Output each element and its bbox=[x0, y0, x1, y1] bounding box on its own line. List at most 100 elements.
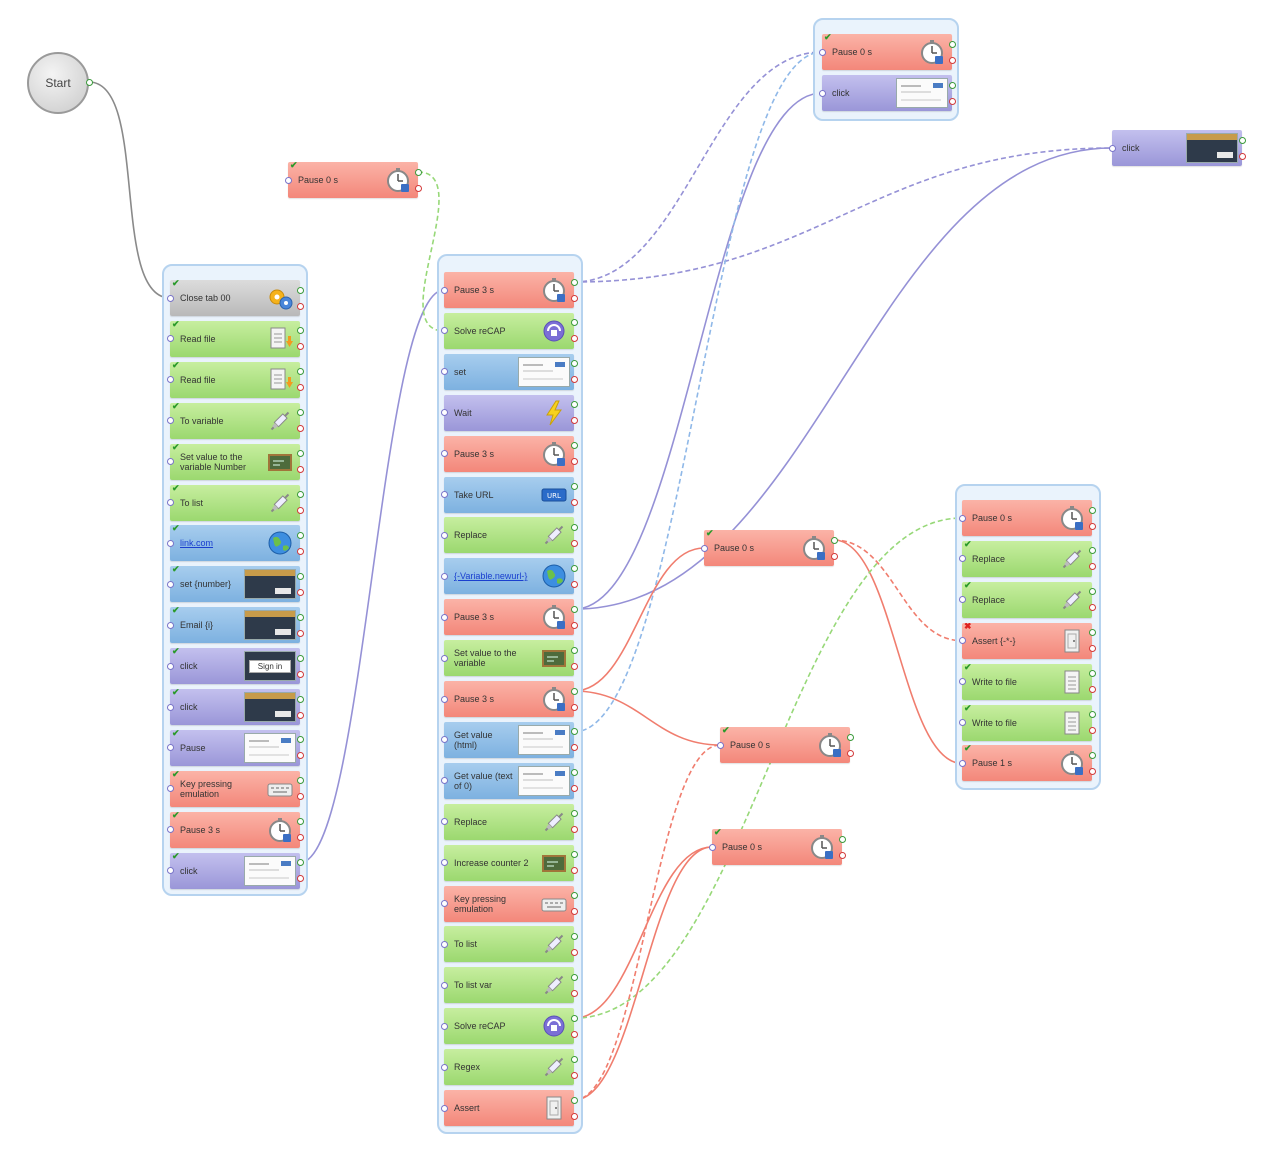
action-node-g2-10[interactable]: Set value to the variable bbox=[444, 640, 574, 677]
output-port[interactable] bbox=[570, 892, 578, 899]
error-port[interactable] bbox=[1088, 604, 1096, 612]
action-node-g3-2[interactable]: click bbox=[822, 75, 952, 111]
output-port[interactable] bbox=[570, 769, 578, 777]
error-port[interactable] bbox=[570, 294, 578, 302]
action-node-g1-14[interactable]: ✔Pause 3 s bbox=[170, 811, 300, 848]
connection-g1-15-to-g2-1[interactable] bbox=[299, 289, 445, 864]
action-node-g1-4[interactable]: ✔To variable bbox=[170, 402, 300, 439]
input-port[interactable] bbox=[166, 785, 174, 793]
output-port[interactable] bbox=[948, 81, 956, 89]
output-port[interactable] bbox=[1088, 547, 1096, 555]
input-port[interactable] bbox=[440, 777, 448, 785]
input-port[interactable] bbox=[958, 759, 966, 767]
action-node-g2-3[interactable]: set bbox=[444, 353, 574, 390]
enabled-check-icon[interactable]: ✔ bbox=[290, 162, 298, 170]
output-port[interactable] bbox=[414, 168, 422, 176]
output-port[interactable] bbox=[1088, 711, 1096, 718]
output-port[interactable] bbox=[296, 327, 304, 335]
output-port[interactable] bbox=[1088, 629, 1096, 637]
input-port[interactable] bbox=[440, 572, 448, 580]
error-port[interactable] bbox=[570, 703, 578, 711]
enabled-check-icon[interactable]: ✔ bbox=[824, 34, 832, 42]
action-node-g2-11[interactable]: Pause 3 s bbox=[444, 681, 574, 717]
output-port[interactable] bbox=[570, 605, 578, 613]
output-port[interactable] bbox=[296, 368, 304, 376]
input-port[interactable] bbox=[440, 491, 448, 498]
output-port[interactable] bbox=[296, 286, 304, 294]
enabled-check-icon[interactable]: ✔ bbox=[722, 727, 730, 735]
error-port[interactable] bbox=[570, 908, 578, 915]
input-port[interactable] bbox=[166, 376, 174, 384]
enabled-check-icon[interactable]: ✔ bbox=[172, 607, 180, 616]
output-port[interactable] bbox=[1238, 136, 1246, 144]
error-port[interactable] bbox=[948, 97, 956, 105]
input-port[interactable] bbox=[166, 621, 174, 629]
error-port[interactable] bbox=[1088, 686, 1096, 694]
error-port[interactable] bbox=[296, 670, 304, 678]
error-port[interactable] bbox=[296, 425, 304, 433]
input-port[interactable] bbox=[440, 736, 448, 744]
input-port[interactable] bbox=[958, 596, 966, 604]
action-node-g4-4[interactable]: ✖Assert {-*-} bbox=[962, 622, 1092, 659]
error-port[interactable] bbox=[1088, 767, 1096, 775]
input-port[interactable] bbox=[440, 450, 448, 458]
error-port[interactable] bbox=[570, 867, 578, 875]
output-port[interactable] bbox=[296, 531, 304, 539]
error-port[interactable] bbox=[1088, 522, 1096, 530]
enabled-check-icon[interactable]: ✔ bbox=[172, 320, 180, 329]
input-port[interactable] bbox=[166, 458, 174, 466]
action-node-g2-4[interactable]: Wait bbox=[444, 394, 574, 431]
input-port[interactable] bbox=[440, 654, 448, 662]
output-port[interactable] bbox=[296, 613, 304, 621]
input-port[interactable] bbox=[716, 741, 724, 749]
connection-g2-1-to-g3-1[interactable] bbox=[573, 51, 823, 283]
input-port[interactable] bbox=[818, 48, 826, 56]
input-port[interactable] bbox=[440, 327, 448, 335]
input-port[interactable] bbox=[166, 662, 174, 670]
error-port[interactable] bbox=[570, 621, 578, 629]
action-node-g2-19[interactable]: Solve reCAP bbox=[444, 1008, 574, 1045]
connection-float-pause-mid-to-g4-4[interactable] bbox=[833, 539, 963, 642]
connection-g2-11-to-float-pause-low1[interactable] bbox=[573, 690, 721, 746]
output-port[interactable] bbox=[570, 1014, 578, 1022]
input-port[interactable] bbox=[440, 409, 448, 417]
input-port[interactable] bbox=[958, 637, 966, 645]
output-port[interactable] bbox=[570, 360, 578, 368]
action-node-g1-3[interactable]: ✔Read file bbox=[170, 361, 300, 398]
error-port[interactable] bbox=[570, 744, 578, 752]
enabled-check-icon[interactable]: ✔ bbox=[172, 729, 180, 738]
input-port[interactable] bbox=[958, 555, 966, 563]
action-node-float-pause-low1[interactable]: ✔Pause 0 s bbox=[720, 727, 850, 763]
start-output-port[interactable] bbox=[85, 78, 93, 86]
output-port[interactable] bbox=[296, 450, 304, 458]
enabled-check-icon[interactable]: ✔ bbox=[172, 525, 180, 534]
action-node-g4-6[interactable]: ✔Write to file bbox=[962, 704, 1092, 741]
output-port[interactable] bbox=[1088, 751, 1096, 759]
connection-float-pause-mid-to-g4-7[interactable] bbox=[833, 539, 963, 765]
output-port[interactable] bbox=[1088, 506, 1096, 514]
input-port[interactable] bbox=[440, 1022, 448, 1030]
output-port[interactable] bbox=[570, 1096, 578, 1104]
action-node-g1-1[interactable]: ✔Close tab 00 bbox=[170, 280, 300, 316]
input-port[interactable] bbox=[166, 294, 174, 302]
error-port[interactable] bbox=[570, 785, 578, 793]
output-port[interactable] bbox=[1088, 588, 1096, 596]
connection-start-to-g1-1[interactable] bbox=[88, 81, 171, 299]
output-port[interactable] bbox=[570, 851, 578, 859]
error-port[interactable] bbox=[570, 1030, 578, 1038]
connection-g2-19-to-g4-1[interactable] bbox=[573, 517, 963, 1019]
error-port[interactable] bbox=[1238, 152, 1246, 160]
output-port[interactable] bbox=[570, 646, 578, 654]
output-port[interactable] bbox=[570, 523, 578, 531]
input-port[interactable] bbox=[700, 544, 708, 552]
enabled-check-icon[interactable]: ✔ bbox=[172, 484, 180, 493]
input-port[interactable] bbox=[166, 580, 174, 588]
output-port[interactable] bbox=[570, 728, 578, 736]
action-node-g2-20[interactable]: Regex bbox=[444, 1049, 574, 1086]
error-port[interactable] bbox=[296, 711, 304, 719]
input-port[interactable] bbox=[440, 531, 448, 539]
input-port[interactable] bbox=[440, 368, 448, 376]
input-port[interactable] bbox=[818, 89, 826, 97]
